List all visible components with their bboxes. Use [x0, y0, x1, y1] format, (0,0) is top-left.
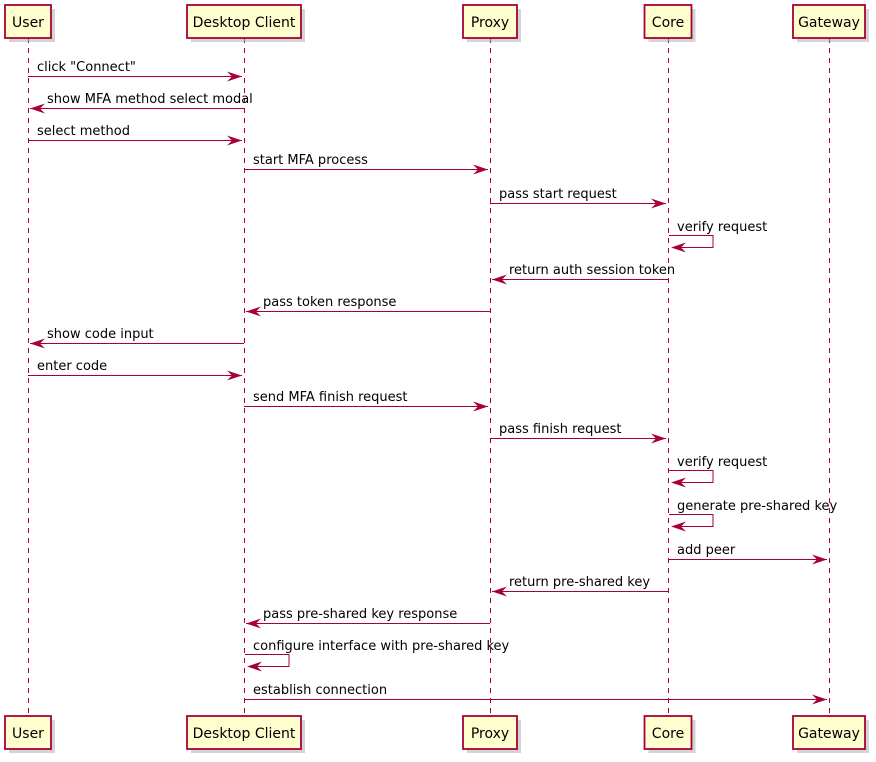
participant-bottom-user: User	[4, 715, 55, 753]
arrowhead-icon	[671, 521, 686, 532]
participant-top-gateway: Gateway	[792, 4, 869, 42]
participant-top-proxy: Proxy	[462, 4, 521, 42]
arrowhead-icon	[227, 370, 242, 381]
message-6: return auth session token	[492, 263, 675, 285]
message-label: return auth session token	[509, 263, 675, 278]
arrowhead-icon	[247, 661, 262, 672]
participant-bottom-proxy: Proxy	[462, 715, 521, 753]
participant-box	[643, 715, 693, 750]
message-label: pass pre-shared key response	[263, 607, 457, 622]
participant-label: Desktop Client	[193, 726, 296, 742]
message-7: pass token response	[246, 295, 490, 317]
participant-label: Proxy	[471, 726, 509, 742]
arrowhead-icon	[812, 554, 827, 565]
message-8: show code input	[30, 327, 244, 349]
participant-box	[4, 715, 52, 750]
message-12: verify request	[669, 455, 767, 488]
message-label: pass token response	[263, 295, 396, 310]
participant-box	[462, 715, 518, 750]
participant-label: Core	[652, 726, 684, 742]
arrowhead-icon	[227, 135, 242, 146]
participant-label: Desktop Client	[193, 15, 296, 31]
message-label: select method	[37, 124, 130, 139]
message-label: add peer	[677, 543, 736, 558]
message-11: pass finish request	[490, 422, 666, 444]
participant-box	[186, 715, 302, 750]
message-label: establish connection	[253, 683, 387, 698]
participant-label: Gateway	[798, 15, 860, 31]
participant-bottom-desktop: Desktop Client	[186, 715, 305, 753]
participant-label: Core	[652, 15, 684, 31]
message-14: add peer	[668, 543, 827, 565]
arrowhead-icon	[227, 71, 242, 82]
message-label: show code input	[47, 327, 154, 342]
message-5: verify request	[669, 220, 767, 253]
arrowhead-icon	[651, 433, 666, 444]
arrowhead-icon	[671, 242, 686, 253]
message-label: configure interface with pre-shared key	[253, 639, 510, 654]
arrowhead-icon	[812, 694, 827, 705]
arrowhead-icon	[473, 164, 488, 175]
participant-top-user: User	[4, 4, 55, 42]
message-3: start MFA process	[244, 153, 488, 175]
message-label: show MFA method select modal	[47, 92, 253, 107]
participant-bottom-core: Core	[643, 715, 696, 753]
participant-top-core: Core	[643, 4, 696, 42]
message-label: return pre-shared key	[509, 575, 650, 590]
message-18: establish connection	[244, 683, 827, 705]
participant-label: Proxy	[471, 15, 509, 31]
message-label: click "Connect"	[37, 60, 136, 75]
participant-top-desktop: Desktop Client	[186, 4, 305, 42]
message-label: pass finish request	[499, 422, 622, 437]
arrowhead-icon	[30, 338, 45, 349]
message-9: enter code	[28, 359, 242, 381]
participant-label: Gateway	[798, 726, 860, 742]
self-message-line	[669, 470, 714, 483]
message-13: generate pre-shared key	[669, 499, 838, 532]
message-15: return pre-shared key	[492, 575, 668, 597]
participant-label: User	[12, 15, 44, 31]
participant-box	[792, 4, 866, 39]
message-label: pass start request	[499, 187, 617, 202]
participant-box	[643, 4, 693, 39]
message-label: verify request	[677, 455, 767, 470]
message-label: verify request	[677, 220, 767, 235]
message-1: show MFA method select modal	[30, 92, 253, 114]
arrowhead-icon	[492, 274, 507, 285]
message-10: send MFA finish request	[244, 390, 488, 412]
arrowhead-icon	[473, 401, 488, 412]
message-label: generate pre-shared key	[677, 499, 838, 514]
message-2: select method	[28, 124, 242, 146]
self-message-line	[669, 514, 714, 527]
message-17: configure interface with pre-shared key	[245, 639, 510, 672]
participant-bottom-gateway: Gateway	[792, 715, 869, 753]
participant-box	[4, 4, 52, 39]
arrowhead-icon	[492, 586, 507, 597]
self-message-line	[669, 235, 714, 248]
message-label: enter code	[37, 359, 107, 374]
message-label: send MFA finish request	[253, 390, 408, 405]
message-16: pass pre-shared key response	[246, 607, 490, 629]
arrowhead-icon	[671, 477, 686, 488]
message-label: start MFA process	[253, 153, 368, 168]
message-4: pass start request	[490, 187, 666, 209]
participant-box	[186, 4, 302, 39]
arrowhead-icon	[246, 618, 261, 629]
arrowhead-icon	[651, 198, 666, 209]
self-message-line	[245, 654, 290, 667]
participant-box	[462, 4, 518, 39]
arrowhead-icon	[30, 103, 45, 114]
message-0: click "Connect"	[28, 60, 242, 82]
participant-label: User	[12, 726, 44, 742]
participant-box	[792, 715, 866, 750]
arrowhead-icon	[246, 306, 261, 317]
